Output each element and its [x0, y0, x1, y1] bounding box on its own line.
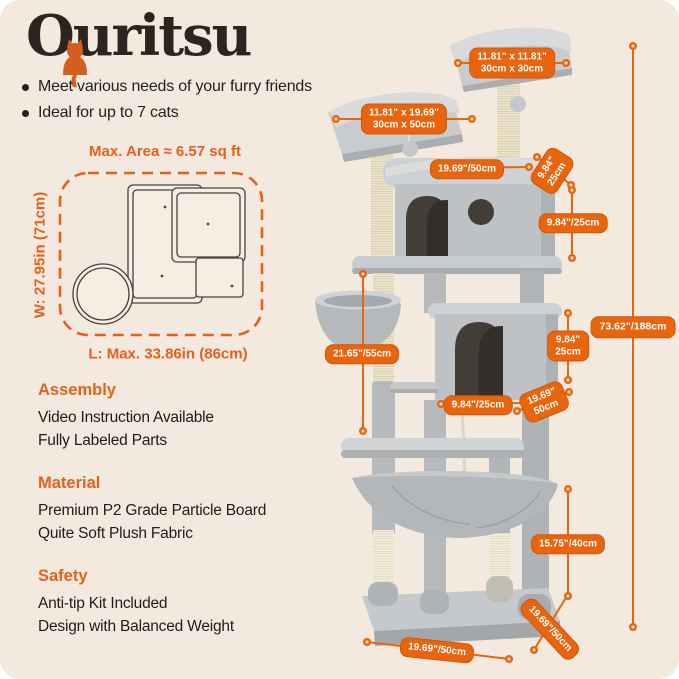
dim-line1: 11.81" x 11.81"	[477, 51, 547, 63]
dim-line2: 30cm x 50cm	[372, 119, 436, 130]
length-label: L: Max. 33.86in (86cm)	[88, 345, 248, 363]
dim-line2: 30cm x 30cm	[480, 63, 544, 74]
section-line: Anti-tip Kit Included	[38, 595, 168, 612]
bullet-text: Ideal for up to 7 cats	[38, 104, 179, 121]
footprint-diagram	[58, 171, 264, 337]
section-heading: Assembly	[38, 381, 116, 399]
width-label: W: 27.95in (71cm)	[31, 191, 49, 319]
section-line: Design with Balanced Weight	[38, 618, 234, 635]
dim-line2: 25cm	[555, 346, 581, 357]
section-line: Quite Soft Plush Fabric	[38, 525, 193, 542]
dimension-badge-condo2-width: 9.84"/25cm	[443, 395, 513, 415]
brand-logo-text: Ouritsu	[26, 3, 252, 69]
dim-line1: 19.69"/50cm	[407, 641, 467, 659]
dimension-badge-top-perch: 11.81" x 11.81" 30cm x 30cm	[469, 47, 555, 79]
dim-line1: 21.65"/55cm	[332, 348, 392, 360]
dim-line1: 19.69"/50cm	[437, 163, 497, 175]
section-line: Fully Labeled Parts	[38, 432, 167, 449]
dimension-badge-upper-perch: 11.81" x 19.69" 30cm x 50cm	[360, 103, 448, 135]
max-area-title: Max. Area ≈ 6.57 sq ft	[89, 143, 241, 160]
dimension-badge-lower-height: 15.75"/40cm	[530, 534, 606, 554]
info-sections: Assembly Video Instruction Available Ful…	[38, 381, 266, 660]
brand-logo: Ouritsu	[26, 3, 252, 88]
dimension-badge-basket: 21.65"/55cm	[324, 344, 400, 364]
dim-line1: 9.84"	[555, 334, 581, 346]
dim-line1: 15.75"/40cm	[538, 538, 598, 550]
section-assembly: Assembly Video Instruction Available Ful…	[38, 381, 266, 452]
cat-tree-illustration	[315, 27, 637, 663]
dim-line1: 9.84"/25cm	[546, 217, 600, 229]
dim-line1: 73.62"/188cm	[599, 320, 667, 333]
feature-bullets: Meet various needs of your furry friends…	[22, 74, 312, 126]
section-material: Material Premium P2 Grade Particle Board…	[38, 474, 266, 545]
feature-bullet: Ideal for up to 7 cats	[22, 100, 312, 126]
section-heading: Safety	[38, 567, 88, 585]
bullet-dot-icon	[22, 83, 29, 91]
section-line: Premium P2 Grade Particle Board	[38, 502, 267, 519]
section-line: Video Instruction Available	[38, 409, 214, 426]
dimension-badge-condo2-height: 9.84" 25cm	[547, 330, 589, 362]
dimension-badge-condo1-height: 9.84"/25cm	[538, 213, 608, 233]
dim-line1: 11.81" x 19.69"	[368, 107, 440, 119]
feature-bullet: Meet various needs of your furry friends	[22, 74, 312, 100]
dimension-badge-total-height: 73.62"/188cm	[590, 316, 676, 338]
bullet-text: Meet various needs of your furry friends	[38, 78, 312, 95]
cat-logo-icon	[63, 39, 87, 88]
section-heading: Material	[38, 474, 101, 492]
dim-line1: 9.84"/25cm	[451, 399, 505, 411]
section-safety: Safety Anti-tip Kit Included Design with…	[38, 567, 266, 638]
bullet-dot-icon	[22, 109, 29, 117]
dimension-badge-condo-roof-width: 19.69"/50cm	[429, 159, 505, 179]
